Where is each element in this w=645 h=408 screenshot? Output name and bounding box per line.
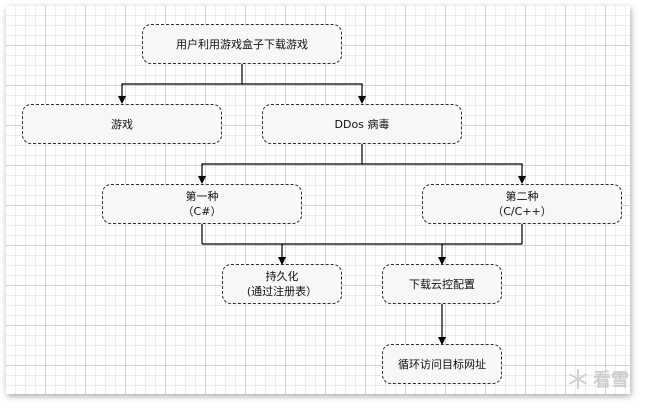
node-ddos-label: DDos 病毒 [334,117,390,131]
snowflake-icon [567,368,589,390]
edge-root-ddos [242,83,366,104]
node-persist-sublabel: (通过注册表） [246,285,318,298]
node-type1: 第一种 （C#） [102,184,302,224]
node-type2: 第二种 （C/C++） [422,184,622,224]
node-ddos: DDos 病毒 [262,104,462,144]
node-persist: 持久化 (通过注册表） [222,264,342,304]
node-download: 下载云控配置 [382,264,502,304]
edge-ddos-type1 [198,163,362,184]
edge-ddos-type2 [362,163,526,184]
node-type1-label: 第一种 [185,190,219,203]
watermark-text: 看雪 [593,370,629,391]
node-type1-sublabel: （C#） [182,205,222,218]
node-persist-label: 持久化 [265,270,299,283]
node-root: 用户利用游戏盒子下载游戏 [142,24,342,64]
node-game: 游戏 [22,104,222,144]
node-game-label: 游戏 [111,117,133,131]
watermark: 看雪 [567,366,629,392]
node-type2-sublabel: （C/C++） [492,205,552,218]
node-loop-label: 循环访问目标网址 [398,357,486,371]
node-download-label: 下载云控配置 [409,277,475,291]
edge-root-game [118,83,242,104]
node-loop: 循环访问目标网址 [382,344,502,384]
node-root-label: 用户利用游戏盒子下载游戏 [176,37,308,51]
node-type2-label: 第二种 [505,190,539,203]
